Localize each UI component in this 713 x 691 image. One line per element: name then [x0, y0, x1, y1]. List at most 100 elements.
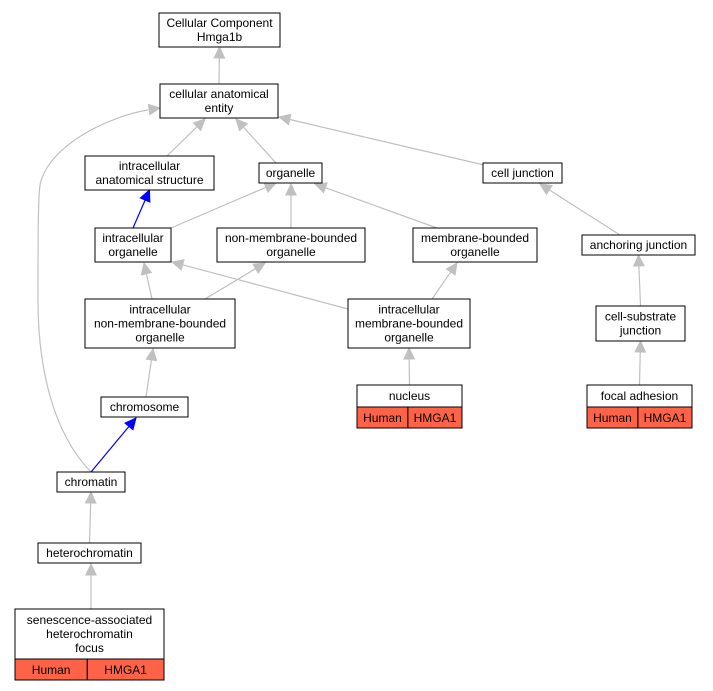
node-box — [56, 471, 126, 493]
edge-line — [170, 186, 267, 229]
edge-intracellular-organelle-to-intracellular-anatomical-structure — [132, 188, 151, 229]
node-label-line: anchoring junction — [590, 238, 687, 252]
edge-focal-adhesion-to-cell-substrate-junction — [634, 339, 647, 386]
edge-arrowhead — [632, 253, 645, 267]
node-organelle[interactable]: organelle — [258, 162, 323, 184]
edge-line — [638, 265, 642, 307]
edge-arrowhead — [147, 103, 162, 116]
node-box — [37, 542, 142, 564]
edge-intracellular-non-membrane-bounded-organelle-to-non-membrane-bounded-organelle — [204, 262, 267, 300]
node-box — [347, 298, 471, 349]
node-label-line: membrane-bounded — [421, 231, 529, 245]
node-label-line: chromatin — [65, 475, 118, 489]
annotation-species-label: Human — [363, 411, 402, 425]
node-label-line: cellular anatomical — [169, 87, 268, 101]
edge-arrowhead — [313, 182, 328, 194]
edge-intracellular-anatomical-structure-to-cellular-anatomical-entity — [166, 118, 206, 157]
edge-non-membrane-bounded-organelle-to-organelle — [285, 182, 297, 228]
node-label-line: chromosome — [110, 400, 180, 414]
edge-arrowhead — [145, 347, 158, 362]
edge-cell-substrate-junction-to-anchoring-junction — [632, 253, 645, 307]
node-label-line: intracellular — [102, 231, 163, 245]
annotation-gene-cell — [407, 406, 463, 429]
edge-cellular-anatomical-entity-to-root — [213, 45, 226, 85]
node-box — [84, 298, 236, 349]
node-label-line: organelle — [108, 245, 158, 259]
edge-heterochromatin-to-chromatin — [84, 490, 97, 544]
annotation-gene-cell — [86, 658, 165, 681]
node-box — [158, 12, 281, 48]
annotation-gene-label: HMGA1 — [414, 411, 457, 425]
node-box — [581, 234, 696, 256]
node-senescence-associated-heterochromatin-focus[interactable]: senescence-associatedheterochromatinfocu… — [14, 608, 165, 681]
edge-line — [431, 271, 452, 300]
edge-line — [90, 426, 130, 473]
annotation-gene-cell — [637, 406, 693, 429]
node-chromosome[interactable]: chromosome — [100, 396, 189, 418]
node-label-line: organelle — [384, 331, 434, 345]
edge-intracellular-non-membrane-bounded-organelle-to-intracellular-organelle — [140, 261, 153, 300]
edge-anchoring-junction-to-cell-junction — [539, 183, 621, 236]
edge-line — [204, 268, 256, 300]
node-label-line: focus — [75, 641, 104, 655]
edge-senescence-associated-heterochromatin-focus-to-heterochromatin — [85, 562, 97, 609]
node-label-line: cell junction — [491, 166, 554, 180]
edge-chromatin-to-cellular-anatomical-entity — [37, 103, 162, 473]
node-box — [94, 227, 172, 263]
edge-line — [289, 118, 485, 166]
edge-arrowhead — [213, 45, 226, 59]
edge-line — [88, 502, 92, 544]
annotation-species-label: Human — [593, 411, 632, 425]
edge-arrowhead — [539, 183, 553, 196]
edge-line — [37, 109, 149, 473]
node-label-line: intracellular — [129, 303, 190, 317]
node-box — [482, 162, 563, 184]
node-label-line: focal adhesion — [601, 389, 678, 403]
node-label-line: cell-substrate — [605, 310, 677, 324]
node-label-line: anatomical structure — [95, 173, 203, 187]
node-label-line: membrane-bounded — [355, 317, 463, 331]
node-label-line: intracellular — [378, 303, 439, 317]
node-box — [595, 305, 686, 342]
edge-line — [166, 126, 198, 157]
edge-line — [548, 189, 621, 236]
node-chromatin[interactable]: chromatin — [56, 471, 126, 493]
edge-arrowhead — [85, 562, 97, 576]
edge-arrowhead — [140, 261, 153, 276]
node-label-line: heterochromatin — [46, 546, 133, 560]
node-box — [100, 396, 189, 418]
node-box — [159, 83, 279, 119]
node-cell-junction[interactable]: cell junction — [482, 162, 563, 184]
edge-intracellular-membrane-bounded-organelle-to-membrane-bounded-organelle — [431, 262, 458, 300]
edge-cell-junction-to-cellular-anatomical-entity — [277, 113, 485, 166]
edge-arrowhead — [403, 346, 416, 360]
node-label-line: senescence-associated — [27, 613, 152, 627]
node-box — [412, 227, 538, 263]
edge-line — [132, 199, 146, 229]
edge-nucleus-to-intracellular-membrane-bounded-organelle — [403, 346, 416, 386]
node-anchoring-junction[interactable]: anchoring junction — [581, 234, 696, 256]
edge-membrane-bounded-organelle-to-organelle — [313, 182, 438, 229]
node-label-line: entity — [205, 101, 234, 115]
node-box — [84, 155, 215, 191]
edge-chromosome-to-intracellular-non-membrane-bounded-organelle — [145, 347, 158, 398]
edge-arrowhead — [277, 113, 292, 126]
node-heterochromatin[interactable]: heterochromatin — [37, 542, 142, 564]
node-intracellular-non-membrane-bounded-organelle[interactable]: intracellularnon-membrane-boundedorganel… — [84, 298, 236, 349]
edge-line — [182, 264, 349, 310]
node-label-line: Hmga1b — [197, 30, 243, 44]
edge-line — [145, 359, 153, 398]
node-box — [14, 608, 165, 660]
node-label-line: heterochromatin — [46, 627, 133, 641]
